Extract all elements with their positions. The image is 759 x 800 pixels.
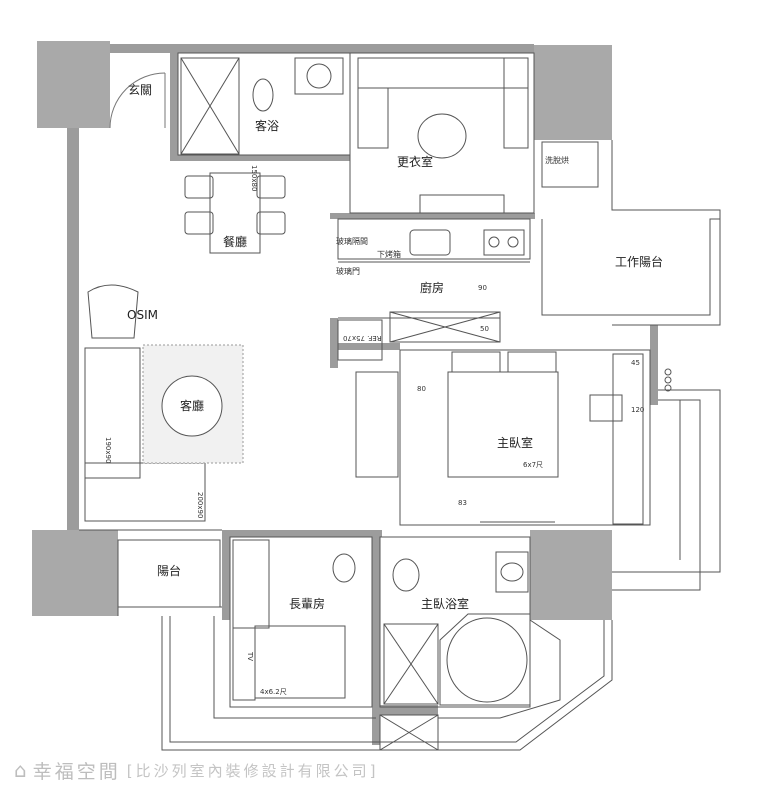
label-glass-partition: 玻璃隔間 bbox=[336, 237, 368, 246]
room-label-guest-bath: 客浴 bbox=[255, 119, 280, 133]
label-fridge: REF. 75x70 bbox=[343, 334, 382, 342]
service-balcony-burners bbox=[664, 368, 672, 376]
label-laundry: 洗脫烘 bbox=[545, 156, 569, 165]
column-top-left bbox=[37, 41, 110, 128]
wall-bedroom-top bbox=[330, 343, 400, 350]
room-label-master-bedroom: 主臥室 bbox=[497, 436, 534, 450]
label-dim-80: 80 bbox=[417, 385, 426, 393]
label-sofa-size-2: 200x90 bbox=[196, 492, 204, 519]
label-sofa-size-1: 190x90 bbox=[104, 437, 112, 464]
room-label-entry: 玄關 bbox=[128, 83, 153, 97]
column-bottom-left bbox=[32, 530, 118, 616]
watermark-footer: ⌂ 幸福空間 [比沙列室內裝修設計有限公司] bbox=[14, 757, 378, 783]
room-label-living: 客廳 bbox=[180, 399, 205, 413]
wall-closet-bottom bbox=[330, 213, 535, 219]
coffee-table bbox=[161, 375, 223, 437]
label-under-oven: 下烤箱 bbox=[377, 250, 401, 259]
room-label-kitchen: 廚房 bbox=[420, 281, 445, 295]
wall-right-bedroom bbox=[650, 325, 658, 405]
guest-sink bbox=[306, 63, 332, 89]
master-sink bbox=[500, 562, 524, 582]
wall-guestbath-bottom bbox=[170, 155, 350, 161]
label-dim-50: 50 bbox=[480, 325, 489, 333]
label-bed-size: 6x7尺 bbox=[523, 461, 544, 469]
room-label-service-balcony: 工作陽台 bbox=[615, 255, 664, 269]
room-label-elder-room: 長輩房 bbox=[289, 597, 326, 611]
label-tv: TV bbox=[246, 652, 254, 662]
wall-duct bbox=[376, 705, 438, 715]
elder-toilet bbox=[332, 553, 356, 583]
room-label-dining: 餐廳 bbox=[223, 235, 248, 249]
label-dining-table-size: 150x80 bbox=[250, 165, 258, 192]
wall-elder-mid bbox=[372, 530, 380, 745]
wall-guestbath-left bbox=[170, 53, 178, 161]
room-label-master-bath: 主臥浴室 bbox=[421, 597, 470, 611]
outlines bbox=[79, 52, 721, 751]
column-top-right bbox=[534, 45, 612, 140]
wall-left bbox=[67, 128, 79, 530]
guest-toilet bbox=[252, 78, 274, 112]
label-dim-120: 120 bbox=[631, 406, 645, 414]
label-elder-bed-size: 4x6.2尺 bbox=[260, 688, 287, 696]
label-dim-90: 90 bbox=[478, 284, 487, 292]
walls bbox=[67, 44, 658, 745]
wall-elder-left bbox=[222, 530, 230, 620]
label-dim-83: 83 bbox=[458, 499, 467, 507]
column-bottom-right bbox=[530, 530, 612, 620]
label-osim: OSIM bbox=[127, 308, 158, 322]
room-label-closet: 更衣室 bbox=[397, 155, 434, 169]
room-label-balcony: 陽台 bbox=[157, 564, 182, 578]
master-toilet bbox=[392, 558, 420, 592]
wall-top bbox=[110, 44, 534, 53]
label-glass-door: 玻璃門 bbox=[336, 267, 360, 276]
label-dim-45: 45 bbox=[631, 359, 640, 367]
washer-dryer bbox=[541, 141, 599, 188]
wall-elder-top bbox=[222, 530, 382, 537]
company-name: [比沙列室內裝修設計有限公司] bbox=[126, 761, 379, 780]
brand-name: 幸福空間 bbox=[32, 760, 121, 783]
closet-ottoman bbox=[417, 113, 467, 159]
home-icon: ⌂ bbox=[14, 758, 27, 782]
structural-columns bbox=[32, 41, 612, 620]
